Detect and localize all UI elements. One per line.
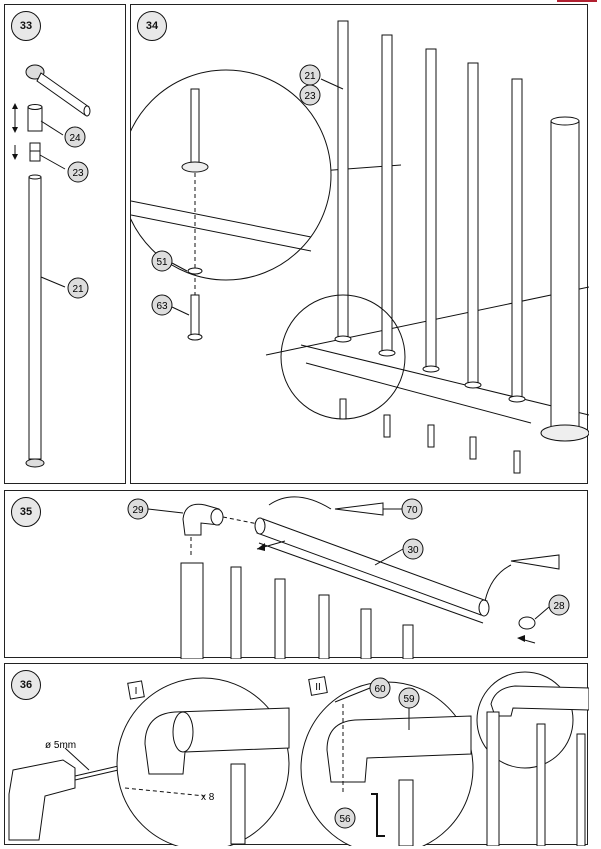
callout-28: 28 <box>553 601 565 612</box>
callout-51: 51 <box>156 257 168 268</box>
callout-23: 23 <box>72 168 84 179</box>
step-36-part-i-label: I <box>135 686 138 697</box>
callout-63: 63 <box>156 301 168 312</box>
step-34-illustration: 21 23 51 63 <box>131 20 589 474</box>
step-36-panel: 36 ø 5mm I x 8 II 60 59 56 <box>4 663 589 846</box>
callout-59: 59 <box>403 694 415 705</box>
step-33-panel: 33 24 23 21 <box>4 4 126 484</box>
callout-23: 23 <box>304 91 316 102</box>
step-36-illustration: ø 5mm I x 8 II 60 59 56 <box>8 671 589 846</box>
callout-60: 60 <box>374 684 386 695</box>
callout-21: 21 <box>72 284 84 295</box>
step-35-illustration: 29 70 30 28 <box>127 496 570 659</box>
step-number-badge: 33 <box>11 11 41 41</box>
callout-29: 29 <box>132 505 144 516</box>
callout-70: 70 <box>406 505 418 516</box>
step-number-badge: 34 <box>137 11 167 41</box>
step-number-badge: 36 <box>11 670 41 700</box>
step-number-badge: 35 <box>11 497 41 527</box>
step-35-panel: 35 <box>4 490 588 659</box>
step-33-illustration: 24 23 21 <box>12 64 91 468</box>
page-accent-mark <box>557 0 597 2</box>
drill-size-label: ø 5mm <box>45 740 76 751</box>
callout-56: 56 <box>339 814 351 825</box>
step-34-panel: 34 <box>130 4 589 484</box>
repeat-count-label: x 8 <box>201 792 215 803</box>
callout-24: 24 <box>69 133 81 144</box>
callout-21: 21 <box>304 71 316 82</box>
step-36-part-ii-label: II <box>315 682 321 693</box>
callout-30: 30 <box>407 545 419 556</box>
